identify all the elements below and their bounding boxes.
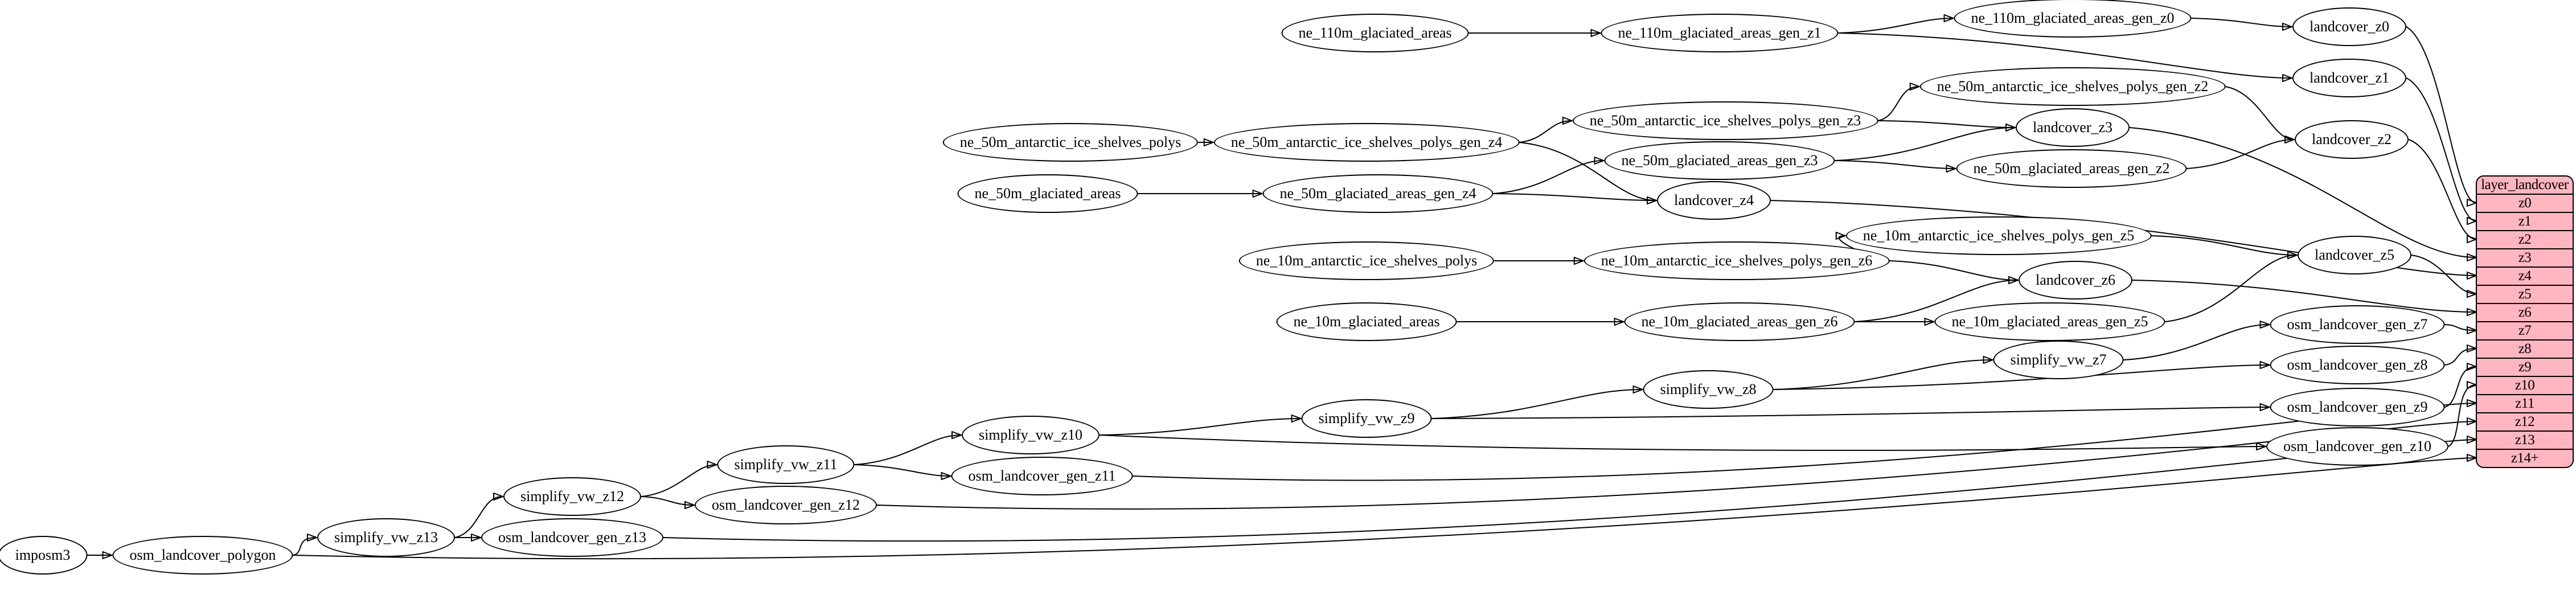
node-simplify-vw-z9: simplify_vw_z9 [1301,399,1432,438]
node-ne-50m-glaciated-areas-gen-z2: ne_50m_glaciated_areas_gen_z2 [1956,149,2187,188]
table-row-z14plus: z14+ [2477,449,2573,467]
node-landcover-z5: landcover_z5 [2297,236,2412,274]
node-osm-landcover-gen-z13: osm_landcover_gen_z13 [481,518,663,557]
node-ne-10m-antarctic-ice-shelves-polys-gen-z5: ne_10m_antarctic_ice_shelves_polys_gen_z… [1845,216,2152,255]
node-ne-50m-antarctic-ice-shelves-polys: ne_50m_antarctic_ice_shelves_polys [942,123,1199,162]
node-landcover-z1: landcover_z1 [2292,59,2407,97]
node-osm-landcover-gen-z11: osm_landcover_gen_z11 [951,457,1133,495]
node-ne-110m-glaciated-areas-gen-z0: ne_110m_glaciated_areas_gen_z0 [1954,0,2192,38]
table-row-z8: z8 [2477,339,2573,358]
node-ne-10m-glaciated-areas: ne_10m_glaciated_areas [1276,302,1457,341]
node-ne-50m-glaciated-areas: ne_50m_glaciated_areas [957,174,1138,213]
node-osm-landcover-polygon: osm_landcover_polygon [112,536,293,575]
node-landcover-z2: landcover_z2 [2294,120,2409,159]
node-osm-landcover-gen-z10: osm_landcover_gen_z10 [2266,427,2448,466]
node-ne-50m-glaciated-areas-gen-z4: ne_50m_glaciated_areas_gen_z4 [1262,174,1494,213]
node-ne-10m-glaciated-areas-gen-z5: ne_10m_glaciated_areas_gen_z5 [1934,302,2165,341]
table-row-z7: z7 [2477,321,2573,339]
node-ne-50m-glaciated-areas-gen-z3: ne_50m_glaciated_areas_gen_z3 [1604,141,1835,180]
node-osm-landcover-gen-z12: osm_landcover_gen_z12 [695,486,877,524]
table-row-z3: z3 [2477,248,2573,266]
node-ne-50m-antarctic-ice-shelves-polys-gen-z2: ne_50m_antarctic_ice_shelves_polys_gen_z… [1919,67,2226,106]
node-osm-landcover-gen-z8: osm_landcover_gen_z8 [2270,346,2445,384]
table-row-z13: z13 [2477,430,2573,449]
node-simplify-vw-z10: simplify_vw_z10 [962,416,1100,454]
node-landcover-z0: landcover_z0 [2292,7,2407,46]
node-simplify-vw-z8: simplify_vw_z8 [1643,370,1774,409]
node-osm-landcover-gen-z7: osm_landcover_gen_z7 [2270,305,2445,344]
layer-landcover-table: layer_landcover z0 z1 z2 z3 z4 z5 z6 z7 … [2476,175,2574,468]
table-row-z11: z11 [2477,394,2573,412]
node-ne-110m-glaciated-areas-gen-z1: ne_110m_glaciated_areas_gen_z1 [1601,14,1839,52]
table-row-z2: z2 [2477,230,2573,248]
table-row-z6: z6 [2477,303,2573,321]
node-ne-10m-antarctic-ice-shelves-polys-gen-z6: ne_10m_antarctic_ice_shelves_polys_gen_z… [1584,241,1890,280]
table-row-z1: z1 [2477,212,2573,230]
node-ne-10m-antarctic-ice-shelves-polys: ne_10m_antarctic_ice_shelves_polys [1238,241,1495,280]
node-simplify-vw-z12: simplify_vw_z12 [503,477,641,516]
node-ne-10m-glaciated-areas-gen-z6: ne_10m_glaciated_areas_gen_z6 [1624,302,1855,341]
node-simplify-vw-z7: simplify_vw_z7 [1993,341,2124,379]
node-ne-50m-antarctic-ice-shelves-polys-gen-z3: ne_50m_antarctic_ice_shelves_polys_gen_z… [1572,101,1878,140]
table-row-z5: z5 [2477,285,2573,303]
table-row-z10: z10 [2477,376,2573,394]
node-landcover-z6: landcover_z6 [2018,261,2133,300]
node-simplify-vw-z11: simplify_vw_z11 [717,445,855,484]
table-row-z12: z12 [2477,412,2573,430]
node-landcover-z4: landcover_z4 [1656,181,1771,220]
node-imposm3: imposm3 [0,536,88,575]
node-landcover-z3: landcover_z3 [2015,108,2130,147]
node-osm-landcover-gen-z9: osm_landcover_gen_z9 [2270,388,2445,427]
node-ne-50m-antarctic-ice-shelves-polys-gen-z4: ne_50m_antarctic_ice_shelves_polys_gen_z… [1213,123,1520,162]
table-row-z9: z9 [2477,358,2573,376]
node-ne-110m-glaciated-areas: ne_110m_glaciated_areas [1281,14,1469,52]
layer-landcover-table-title: layer_landcover [2481,177,2569,192]
table-row-z0: z0 [2477,194,2573,212]
node-simplify-vw-z13: simplify_vw_z13 [317,518,455,557]
table-row-z4: z4 [2477,266,2573,285]
